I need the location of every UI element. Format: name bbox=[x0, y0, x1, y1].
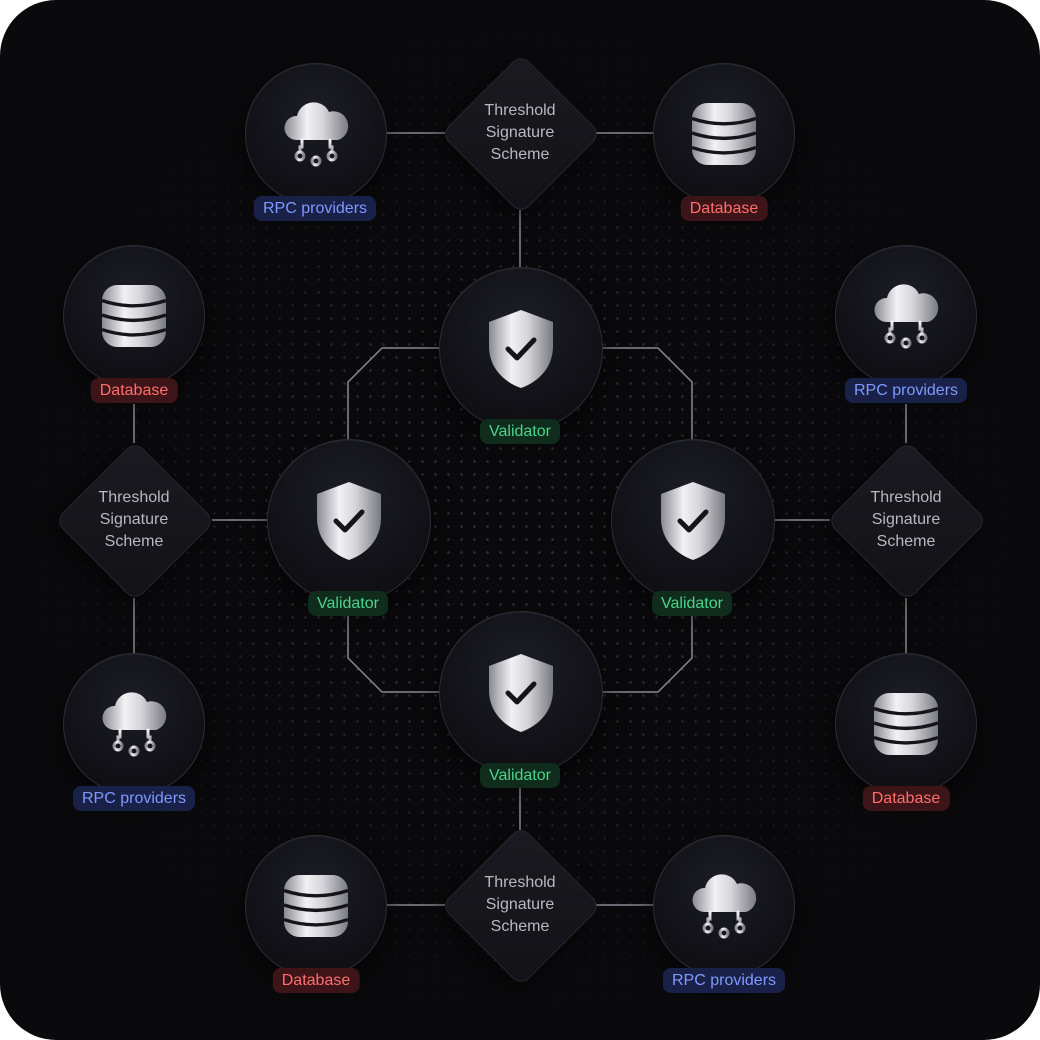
rpc-badge-top: RPC providers bbox=[253, 196, 377, 221]
shield-check-icon bbox=[486, 308, 556, 390]
validator-badge-top: Validator bbox=[480, 419, 560, 444]
database-icon bbox=[101, 284, 167, 348]
database-node-top bbox=[653, 63, 795, 205]
database-node-right bbox=[835, 653, 977, 795]
rpc-badge-bottom: RPC providers bbox=[662, 968, 786, 993]
rpc-badge-left: RPC providers bbox=[72, 786, 196, 811]
cloud-network-icon bbox=[280, 96, 352, 172]
tss-label-bottom: Threshold Signature Scheme bbox=[484, 874, 556, 935]
validator-node-left bbox=[267, 439, 431, 603]
validator-badge-left: Validator bbox=[308, 591, 388, 616]
database-icon bbox=[283, 874, 349, 938]
validator-badge-right: Validator bbox=[652, 591, 732, 616]
database-badge-bottom: Database bbox=[272, 968, 360, 993]
cloud-network-icon bbox=[688, 868, 760, 944]
database-badge-top: Database bbox=[680, 196, 768, 221]
database-icon bbox=[691, 102, 757, 166]
tss-label-top: Threshold Signature Scheme bbox=[484, 102, 556, 163]
rpc-badge-right: RPC providers bbox=[844, 378, 968, 403]
rpc-node-left bbox=[63, 653, 205, 795]
rpc-node-right bbox=[835, 245, 977, 387]
database-node-bottom bbox=[245, 835, 387, 977]
validator-node-bottom bbox=[439, 611, 603, 775]
tss-label-right: Threshold Signature Scheme bbox=[870, 489, 942, 550]
rpc-node-top bbox=[245, 63, 387, 205]
tss-label-left: Threshold Signature Scheme bbox=[98, 489, 170, 550]
database-icon bbox=[873, 692, 939, 756]
database-node-left bbox=[63, 245, 205, 387]
shield-check-icon bbox=[314, 480, 384, 562]
validator-node-top bbox=[439, 267, 603, 431]
shield-check-icon bbox=[658, 480, 728, 562]
database-badge-right: Database bbox=[862, 786, 950, 811]
rpc-node-bottom bbox=[653, 835, 795, 977]
cloud-network-icon bbox=[870, 278, 942, 354]
cloud-network-icon bbox=[98, 686, 170, 762]
database-badge-left: Database bbox=[90, 378, 178, 403]
shield-check-icon bbox=[486, 652, 556, 734]
validator-node-right bbox=[611, 439, 775, 603]
validator-badge-bottom: Validator bbox=[480, 763, 560, 788]
